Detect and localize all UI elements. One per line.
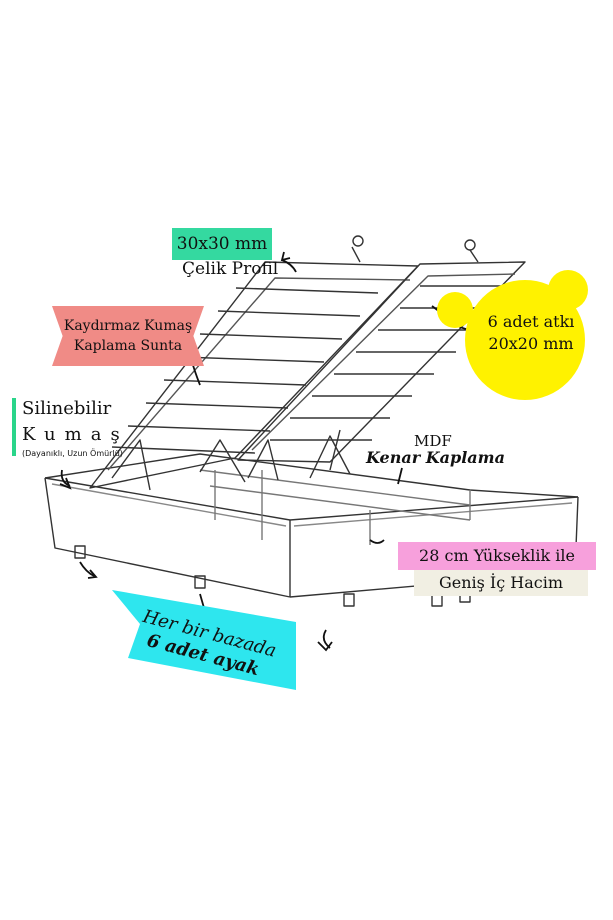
washable-label: Silinebilir (22, 398, 112, 419)
cyan-feet-banner (112, 590, 296, 690)
slats-line2: 20x20 mm (488, 334, 574, 353)
fabric-label: Kumaş (22, 424, 129, 445)
arrow-feet-center (199, 593, 205, 609)
foot (343, 593, 355, 607)
lift-handle (464, 239, 476, 251)
fabric-board-line1: Kaydırmaz Kumaş (63, 318, 193, 334)
lid-right (237, 261, 526, 463)
arrow-mdf (397, 467, 403, 485)
edge-cover-label: Kenar Kaplama (366, 448, 505, 467)
arrow-feet-left (79, 561, 95, 577)
profile-size-tag: 30x30 mm (172, 228, 272, 260)
foot (74, 545, 86, 559)
washable-accent-bar (12, 398, 16, 456)
fabric-board-line2: Kaplama Sunta (73, 338, 183, 354)
base-top-edge (44, 453, 579, 498)
arrow-steel-profile (281, 259, 297, 273)
height-tag: 28 cm Yükseklik ile (398, 542, 596, 570)
foot (194, 575, 206, 589)
yellow-slats-blob (437, 270, 588, 400)
base-front-left (44, 477, 291, 598)
durable-label: (Dayanıklı, Uzun Ömürlü) (22, 449, 123, 458)
mdf-label: MDF (414, 432, 452, 450)
fabric-board-tag: Kaydırmaz Kumaş Kaplama Sunta (52, 306, 204, 366)
arrow-height (369, 539, 385, 544)
volume-tag: Geniş İç Hacim (414, 570, 588, 596)
lift-handle (352, 235, 364, 247)
slats-label: 6 adet atkı 20x20 mm (476, 311, 586, 355)
slats-line1: 6 adet atkı (487, 312, 575, 331)
steel-profile-label: Çelik Profil (182, 259, 279, 279)
